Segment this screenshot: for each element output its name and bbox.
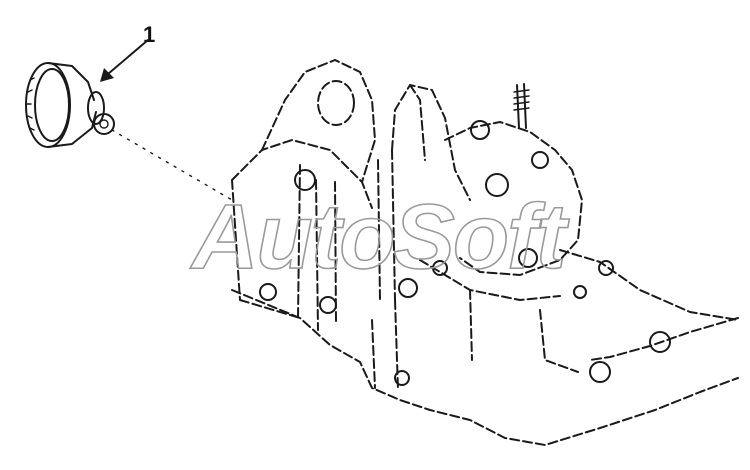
pulley-flange-inner	[34, 68, 70, 142]
fastener-9	[589, 361, 611, 383]
fastener-3	[485, 173, 509, 197]
left-housing-outline	[231, 139, 373, 319]
pulley-knurl	[26, 77, 35, 131]
fasteners	[259, 120, 671, 386]
fastener-12	[573, 285, 587, 299]
fastener-1	[294, 169, 316, 191]
fastener-7	[319, 296, 337, 314]
pulley-nut	[93, 113, 115, 135]
pulley-bore	[99, 119, 109, 129]
right-bracket-outline	[444, 121, 583, 276]
fastener-13	[394, 370, 410, 386]
fastener-4	[531, 151, 549, 169]
fastener-11	[598, 260, 614, 276]
upper-arm-hole	[317, 80, 355, 126]
fastener-8	[398, 278, 418, 298]
pulley-part	[25, 62, 115, 148]
base-plate-upper-edge	[559, 249, 739, 321]
post-middle	[377, 149, 396, 301]
callout-arrowhead	[100, 68, 114, 82]
callout-leader-line	[107, 39, 149, 75]
fastener-2	[470, 120, 490, 140]
fastener-5	[518, 248, 538, 268]
rear-frame-outline	[391, 84, 471, 201]
bracket-assembly	[231, 59, 739, 446]
post-left	[315, 179, 337, 331]
callout-1: 1	[100, 22, 155, 82]
base-plate-outline	[231, 289, 739, 446]
fastener-6	[259, 283, 277, 301]
pulley-flange-outer	[25, 62, 71, 148]
pulley-hub	[87, 91, 105, 125]
upper-arm-outline	[261, 59, 376, 183]
fastener-10	[649, 331, 671, 353]
stud-thread	[513, 89, 530, 111]
lower-detail	[371, 259, 579, 391]
watermark-text: AutoSoft	[190, 186, 570, 288]
